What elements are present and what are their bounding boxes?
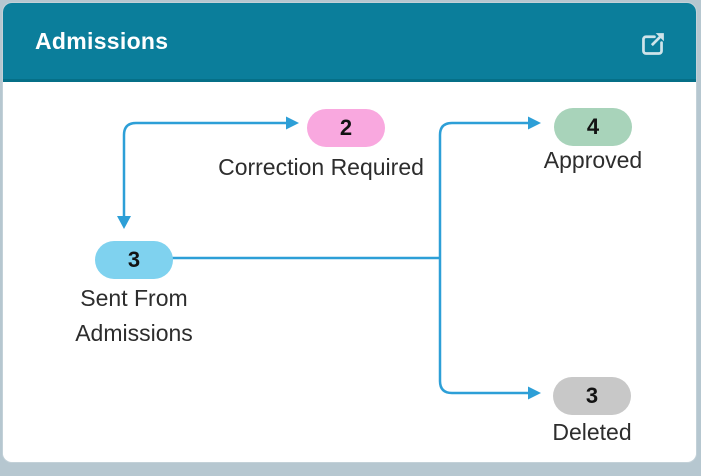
node-deleted-label: Deleted [552, 419, 632, 445]
node-correction-required-label: Correction Required [218, 154, 424, 180]
open-external-button[interactable] [635, 27, 670, 62]
arrowhead-into-sent [117, 216, 131, 229]
card-header: Admissions [3, 3, 696, 82]
diagram-edges [117, 116, 541, 400]
admissions-card: Admissions 2 Correc [2, 2, 697, 463]
external-link-icon [637, 29, 668, 60]
flow-diagram: 2 Correction Required 4 Approved 3 Sent … [3, 82, 696, 460]
node-approved-label: Approved [543, 147, 643, 173]
node-deleted-count: 3 [553, 377, 631, 415]
arrowhead-into-correction [286, 116, 299, 130]
node-sent-from-admissions-label: Sent From Admissions [75, 285, 193, 346]
arrowhead-into-approved [528, 116, 541, 130]
edge-sent-correction [122, 121, 288, 216]
node-sent-from-admissions-count: 3 [95, 241, 173, 279]
node-correction-required-count: 2 [307, 109, 385, 147]
card-title: Admissions [35, 27, 169, 54]
node-approved-count: 4 [554, 108, 632, 146]
edge-split-approved-deleted [438, 121, 529, 395]
arrowhead-into-deleted [528, 386, 541, 400]
